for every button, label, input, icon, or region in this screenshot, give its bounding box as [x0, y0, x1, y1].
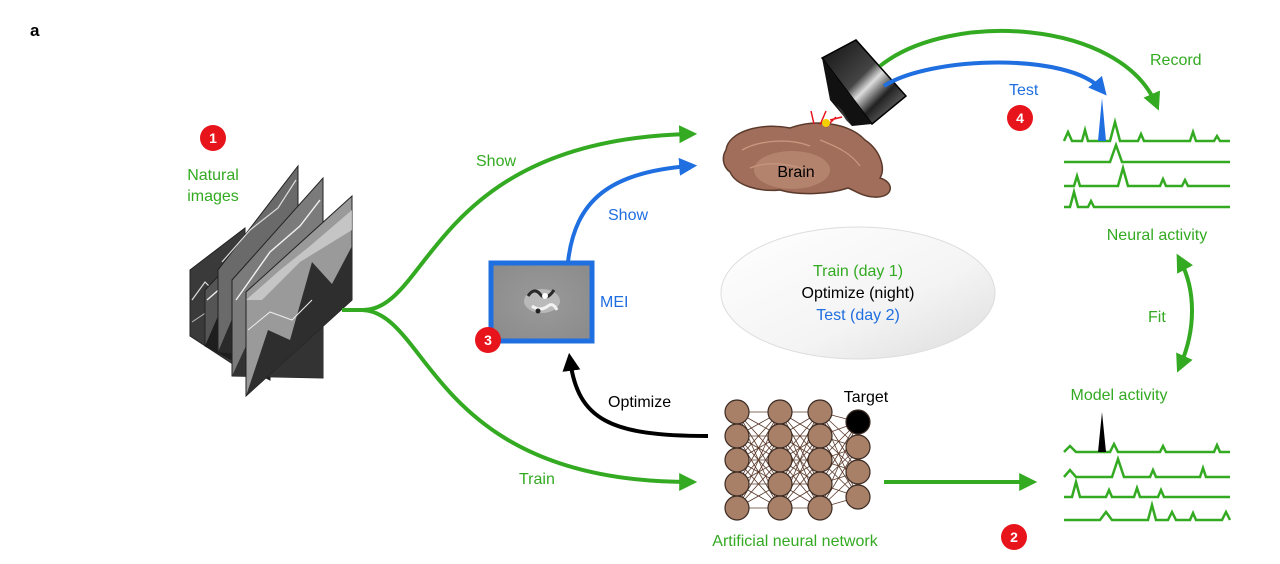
show-label-green: Show — [476, 153, 516, 170]
ann-neuron — [767, 423, 793, 449]
brain-illustration — [722, 110, 891, 198]
ann-connections — [736, 411, 859, 509]
show-train-fork-arrows — [342, 125, 698, 491]
ann-neurons — [724, 399, 871, 521]
ann-neuron — [845, 484, 871, 510]
neural-trace-4 — [1064, 187, 1230, 209]
record-label: Record — [1150, 52, 1202, 69]
step-badge-3: 3 — [475, 327, 501, 353]
natural-images-stack — [189, 164, 353, 398]
fit-arrow — [1176, 253, 1194, 373]
ann-neuron — [807, 495, 833, 521]
test-response-spike — [1098, 98, 1106, 141]
ann-neuron — [724, 447, 750, 473]
schedule-train: Train (day 1) — [813, 263, 903, 280]
ann-neuron — [724, 399, 750, 425]
mei-label: MEI — [600, 294, 628, 311]
step-badge-4: 4 — [1007, 105, 1033, 131]
ann-neuron — [807, 399, 833, 425]
target-neuron — [845, 409, 871, 435]
optimize-arrow — [562, 352, 709, 438]
model-activity-traces — [1063, 441, 1232, 522]
ann-neuron — [767, 495, 793, 521]
step-badge-2: 2 — [1001, 524, 1027, 550]
test-arrow — [882, 60, 1107, 96]
ann-neuron — [724, 423, 750, 449]
ann-neuron — [807, 447, 833, 473]
model-trace-1 — [1063, 441, 1230, 454]
svg-text:2: 2 — [1010, 529, 1018, 545]
svg-text:1: 1 — [209, 130, 217, 146]
neural-trace-2 — [1064, 141, 1230, 164]
schedule-optimize: Optimize (night) — [802, 285, 915, 302]
natural-images-label-line1: Natural — [187, 167, 239, 184]
ann-neuron — [724, 471, 750, 497]
ann-connection — [736, 411, 781, 485]
image-card-5 — [245, 194, 353, 398]
target-response-spike — [1098, 412, 1106, 452]
svg-text:4: 4 — [1016, 110, 1024, 126]
fit-label: Fit — [1148, 309, 1166, 326]
train-label: Train — [519, 471, 555, 488]
model-trace-2 — [1063, 455, 1230, 479]
mei-image — [488, 260, 595, 344]
model-trace-3 — [1064, 477, 1230, 499]
target-label: Target — [844, 389, 889, 406]
test-label: Test — [1009, 82, 1039, 99]
artificial-neural-network — [724, 399, 871, 521]
show-arrow-blue — [566, 157, 698, 263]
neural-activity-label: Neural activity — [1107, 227, 1207, 244]
model-activity-label: Model activity — [1071, 387, 1168, 404]
ann-neuron — [845, 434, 871, 460]
ann-neuron — [767, 399, 793, 425]
ann-neuron — [807, 471, 833, 497]
optimize-label: Optimize — [608, 394, 671, 411]
neural-trace-3 — [1064, 163, 1230, 188]
microscope-objective — [820, 39, 908, 126]
ann-neuron — [724, 495, 750, 521]
ann-connection — [779, 411, 821, 485]
ann-label: Artificial neural network — [712, 533, 878, 550]
ann-connection — [736, 435, 781, 509]
ann-neuron — [767, 447, 793, 473]
ann-neuron — [807, 423, 833, 449]
natural-images-label-line2: images — [187, 188, 239, 205]
neural-activity-traces — [1062, 117, 1230, 209]
ann-neuron — [767, 471, 793, 497]
neural-trace-1 — [1062, 117, 1230, 143]
panel-letter: a — [30, 21, 40, 40]
model-trace-4 — [1064, 500, 1232, 522]
schedule-bowl — [720, 226, 996, 360]
ann-connection — [779, 435, 821, 509]
show-label-blue: Show — [608, 207, 648, 224]
schedule-test: Test (day 2) — [816, 307, 900, 324]
svg-text:3: 3 — [484, 332, 492, 348]
record-arrow — [878, 28, 1160, 111]
step-badge-1: 1 — [200, 125, 226, 151]
ann-neuron — [845, 459, 871, 485]
brain-label: Brain — [777, 164, 814, 181]
